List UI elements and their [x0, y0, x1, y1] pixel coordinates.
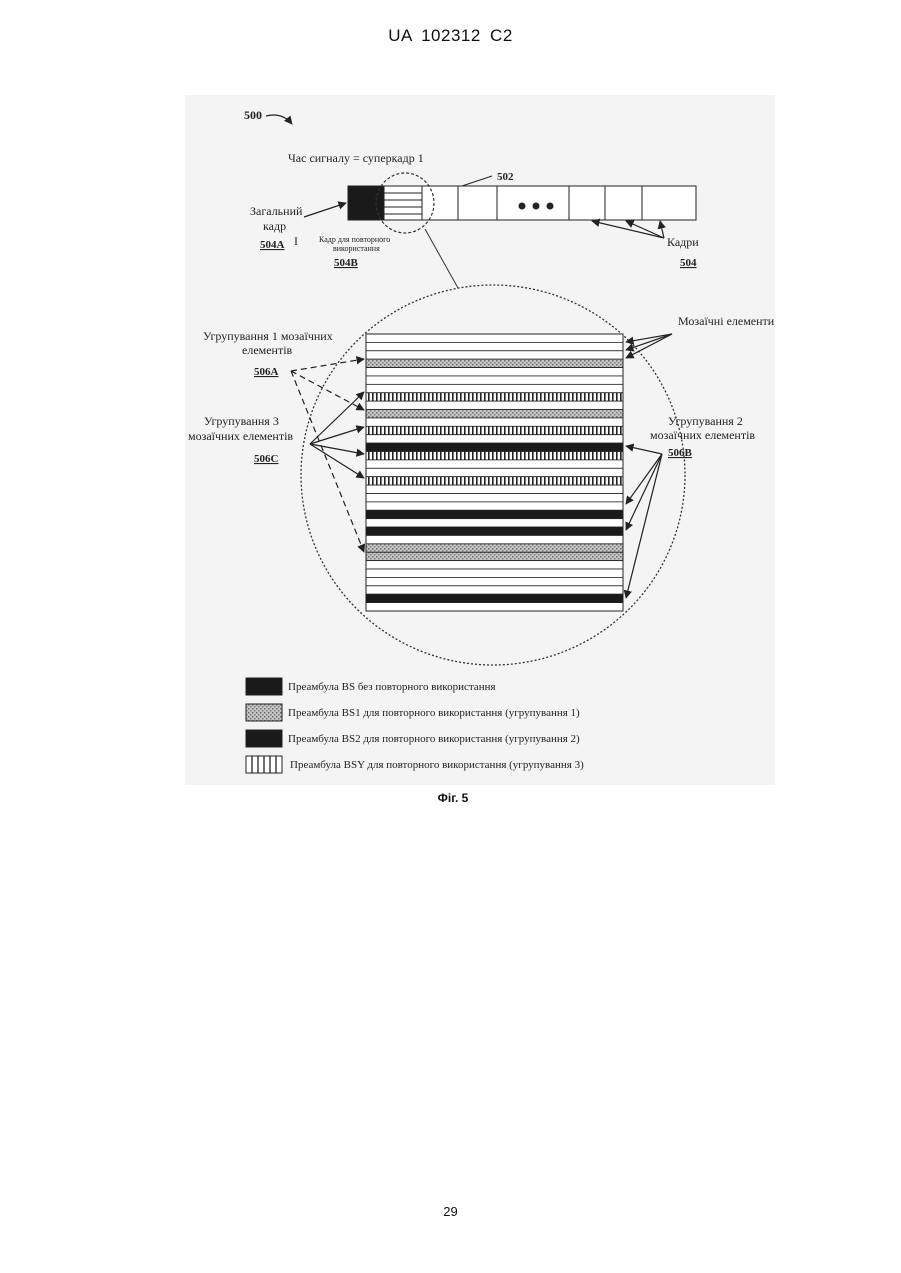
- ref-506b: 506B: [668, 447, 693, 459]
- tile-stripe-white: [366, 577, 623, 585]
- tile-stripe-white: [366, 384, 623, 392]
- tile-stripe-solid: [366, 510, 623, 518]
- legend-swatch-bs2: [246, 730, 282, 747]
- tile-stripe-white: [366, 485, 623, 493]
- ref-506a: 506A: [254, 366, 279, 378]
- reuse-frame-label-1: Кадр для повторного: [319, 235, 390, 244]
- frames-label: Кадри: [667, 235, 699, 249]
- tile-stripe-vlines: [366, 452, 623, 460]
- tile-stripe-dots: [366, 410, 623, 418]
- general-frame-label-1: Загальний: [250, 204, 303, 218]
- tile-stripe-white: [366, 586, 623, 594]
- tile-stripe-white: [366, 561, 623, 569]
- tile-stripe-dots: [366, 544, 623, 552]
- tile-stack: [366, 334, 623, 611]
- tile-stripe-dots: [366, 552, 623, 560]
- tile-stripe-white: [366, 351, 623, 359]
- tile-stripe-solid: [366, 527, 623, 535]
- tile-stripe-white: [366, 468, 623, 476]
- legend-swatch-bs: [246, 678, 282, 695]
- ref-502: 502: [497, 171, 514, 183]
- tile-stripe-white: [366, 376, 623, 384]
- general-frame-label-2: кадр: [263, 219, 286, 233]
- tile-stripe-white: [366, 535, 623, 543]
- tiles-label: Мозаїчні елементи: [678, 314, 775, 328]
- group1-label-2: елементів: [242, 343, 293, 357]
- tile-stripe-solid: [366, 594, 623, 602]
- group3-label-2: мозаїчних елементів: [188, 429, 293, 443]
- ref-506c: 506C: [254, 453, 279, 465]
- legend-text-bs: Преамбула BS без повторного використання: [288, 681, 496, 693]
- ref-504b: 504B: [334, 257, 359, 269]
- reuse-frame-label-2: використання: [333, 244, 380, 253]
- ref-504: 504: [680, 257, 697, 269]
- ref-504a-mark: I: [294, 234, 298, 248]
- tile-stripe-white: [366, 368, 623, 376]
- group2-label-2: мозаїчних елементів: [650, 428, 755, 442]
- tile-stripe-vlines: [366, 393, 623, 401]
- tile-stripe-white: [366, 519, 623, 527]
- superframe-title: Час сигналу = суперкадр 1: [288, 151, 424, 165]
- tile-stripe-white: [366, 460, 623, 468]
- tile-stripe-white: [366, 502, 623, 510]
- tile-stripe-white: [366, 435, 623, 443]
- tile-stripe-white: [366, 603, 623, 611]
- page-number: 29: [0, 1204, 901, 1219]
- group1-label-1: Угрупування 1 мозаїчних: [203, 329, 333, 343]
- legend-text-bsy: Преамбула BSY для повторного використанн…: [290, 759, 584, 771]
- legend-text-bs2: Преамбула BS2 для повторного використанн…: [288, 733, 580, 745]
- tile-stripe-white: [366, 493, 623, 501]
- tile-stripe-white: [366, 334, 623, 342]
- ref-500: 500: [244, 108, 262, 122]
- tile-stripe-dots: [366, 359, 623, 367]
- ref-504a: 504A: [260, 239, 285, 251]
- tile-stripe-white: [366, 342, 623, 350]
- tile-stripe-white: [366, 418, 623, 426]
- tile-stripe-vlines: [366, 477, 623, 485]
- tile-stripe-solid: [366, 443, 623, 451]
- superframe-bar: [348, 186, 696, 220]
- figure-caption: Фіг. 5: [438, 791, 469, 805]
- tile-stripe-white: [366, 569, 623, 577]
- tile-stripe-white: [366, 401, 623, 409]
- group2-label-1: Угрупування 2: [668, 414, 743, 428]
- legend-text-bs1: Преамбула BS1 для повторного використанн…: [288, 707, 580, 719]
- tile-stripe-vlines: [366, 426, 623, 434]
- legend-swatch-bs1: [246, 704, 282, 721]
- group3-label-1: Угрупування 3: [204, 414, 279, 428]
